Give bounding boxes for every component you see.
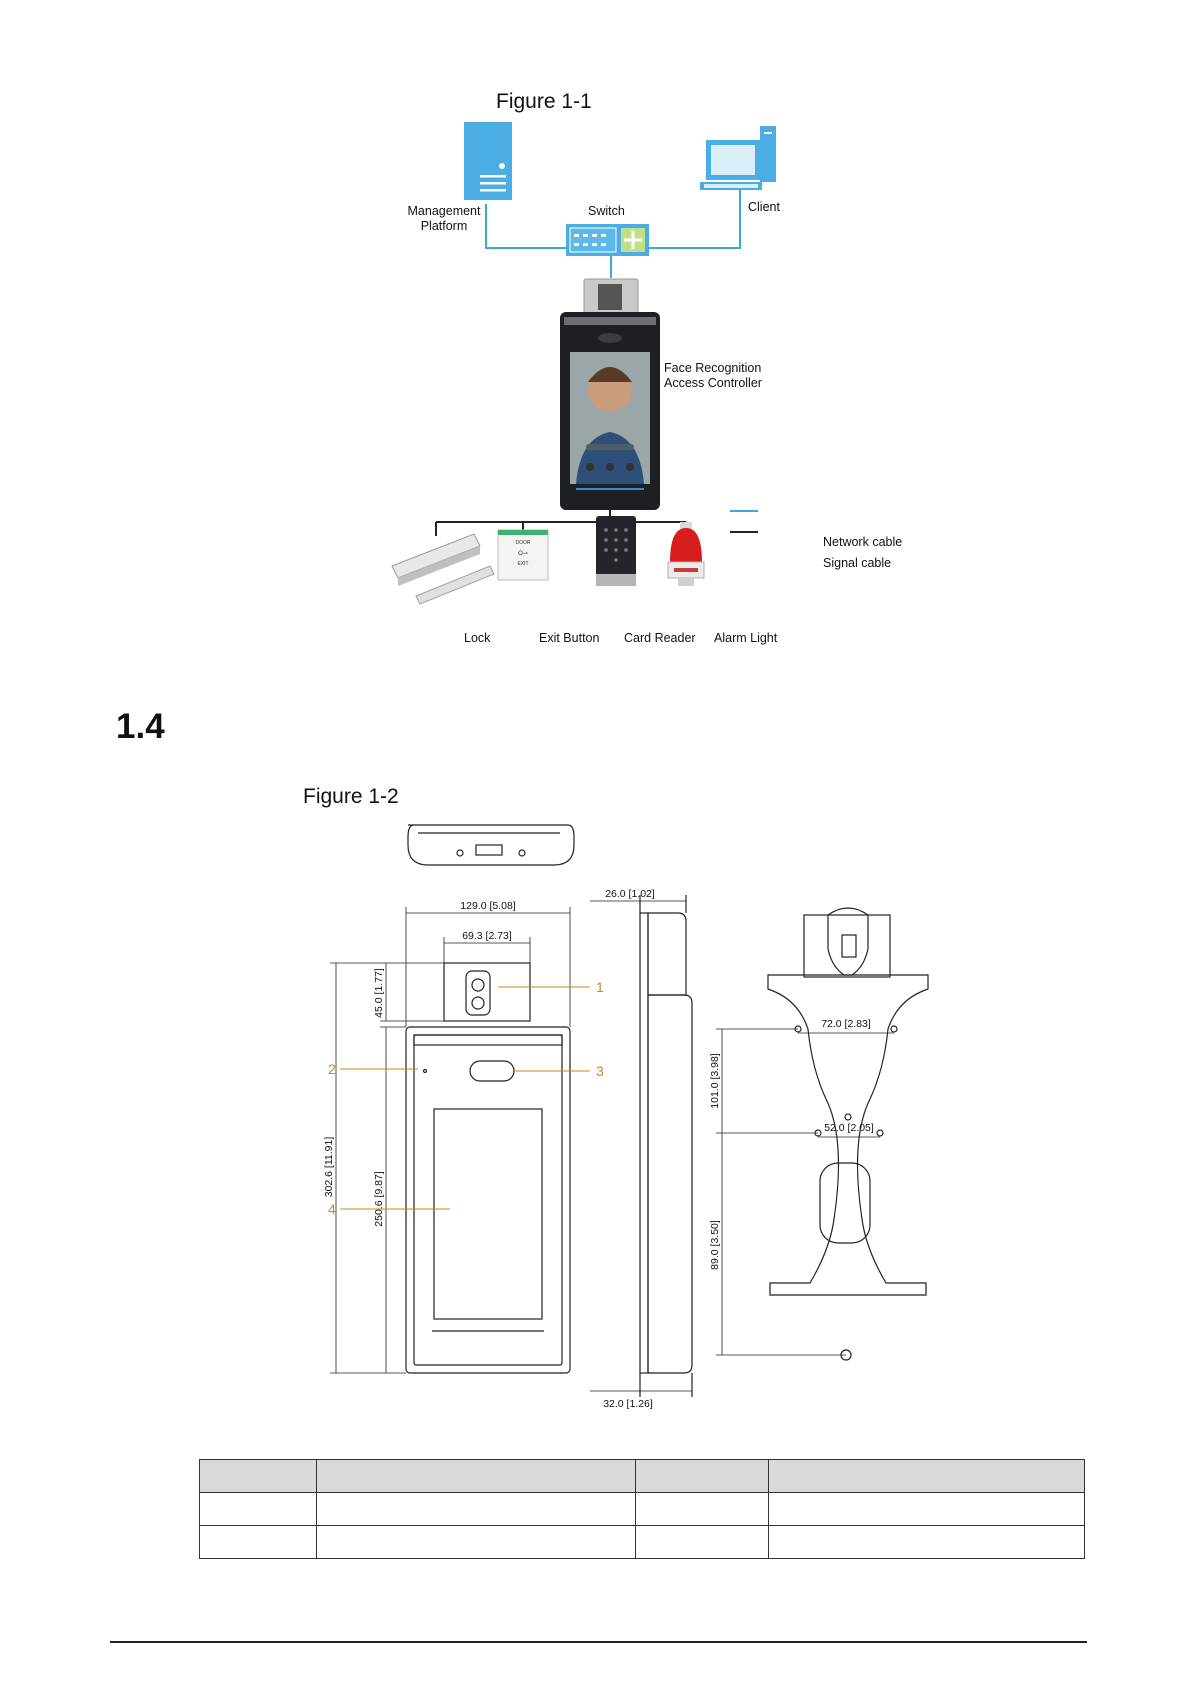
face-recognition-controller-image: [560, 278, 660, 510]
network-topology-diagram: DOOR O⊸ EXIT: [391, 122, 776, 605]
table-cell: [635, 1492, 769, 1526]
back-view-outline: [767, 907, 929, 1361]
table-header-cell: [316, 1459, 636, 1493]
table-cell: [768, 1525, 1085, 1559]
network-cable-lines: [485, 188, 741, 278]
signal-cable-legend-label: Signal cable: [823, 556, 892, 570]
svg-text:O⊸: O⊸: [518, 551, 528, 557]
table-header-cell: [635, 1459, 769, 1493]
switch-icon: [566, 224, 649, 256]
table-cell: [768, 1492, 1085, 1526]
alarm-light-label: Alarm Light: [714, 631, 778, 645]
face-controller-label: Face Recognition Access Controller: [664, 361, 762, 390]
table-row: [199, 1525, 1085, 1559]
exit-button-door-text: DOOR: [516, 540, 531, 546]
back-dimension-lines: [716, 1028, 894, 1356]
figure-1-2-caption: Figure 1-2: [303, 785, 399, 808]
lock-device-image: [391, 533, 495, 605]
client-computer-icon: [700, 126, 776, 190]
exit-button-label: Exit Button: [539, 631, 600, 645]
client-label: Client: [748, 200, 780, 214]
side-view-outline: [590, 895, 693, 1397]
dim-camera-width: 69.3 [2.73]: [462, 930, 512, 942]
table-cell: [316, 1525, 636, 1559]
dim-hole-spacing: 101.0 [3.98]: [709, 1053, 721, 1109]
callout-4: 4: [328, 1201, 336, 1217]
exit-button-exit-text: EXIT: [517, 561, 528, 567]
dim-total-height: 302.6 [11.91]: [323, 1137, 335, 1198]
component-table: [199, 1459, 1085, 1559]
dim-camera-height: 45.0 [1.77]: [373, 968, 385, 1018]
dim-body-height: 250.6 [9.87]: [373, 1171, 385, 1227]
front-dimension-lines: [330, 907, 571, 1374]
table-cell: [635, 1525, 769, 1559]
dimension-drawing: 129.0 [5.08] 69.3 [2.73] 26.0 [1.02] 32.…: [323, 824, 929, 1410]
exit-button-device-image: DOOR O⊸ EXIT: [497, 529, 549, 581]
lock-label: Lock: [464, 631, 491, 645]
table-cell: [199, 1492, 317, 1526]
card-reader-label: Card Reader: [624, 631, 696, 645]
table-cell: [199, 1525, 317, 1559]
dim-bracket-top: 72.0 [2.83]: [821, 1018, 871, 1030]
dim-bottom-spacing: 89.0 [3.50]: [709, 1220, 721, 1270]
network-cable-legend-label: Network cable: [823, 535, 903, 549]
top-view-outline: [407, 824, 575, 866]
table-row: [199, 1492, 1085, 1526]
cable-legend: [730, 510, 758, 533]
callout-leaders: [340, 986, 590, 1210]
switch-label: Switch: [588, 204, 625, 218]
callout-1: 1: [596, 979, 604, 995]
management-platform-label: Management Platform: [407, 204, 481, 233]
dim-depth-top: 26.0 [1.02]: [605, 888, 655, 900]
table-header-cell: [199, 1459, 317, 1493]
card-reader-device-image: [596, 516, 636, 586]
table-cell: [316, 1492, 636, 1526]
section-number: 1.4: [116, 707, 165, 746]
callout-3: 3: [596, 1063, 604, 1079]
table-header-cell: [768, 1459, 1085, 1493]
figure-1-1-caption: Figure 1-1: [496, 90, 592, 113]
callout-2: 2: [328, 1061, 336, 1077]
alarm-light-device-image: [667, 522, 705, 586]
dim-depth-bottom: 32.0 [1.26]: [603, 1398, 653, 1410]
footer-rule: [110, 1641, 1087, 1643]
front-view-outline: [405, 962, 571, 1374]
dim-bracket-mid: 52.0 [2.05]: [824, 1122, 874, 1134]
server-icon: [464, 122, 512, 200]
table-header-row: [199, 1459, 1085, 1493]
dim-width-total: 129.0 [5.08]: [460, 900, 516, 912]
